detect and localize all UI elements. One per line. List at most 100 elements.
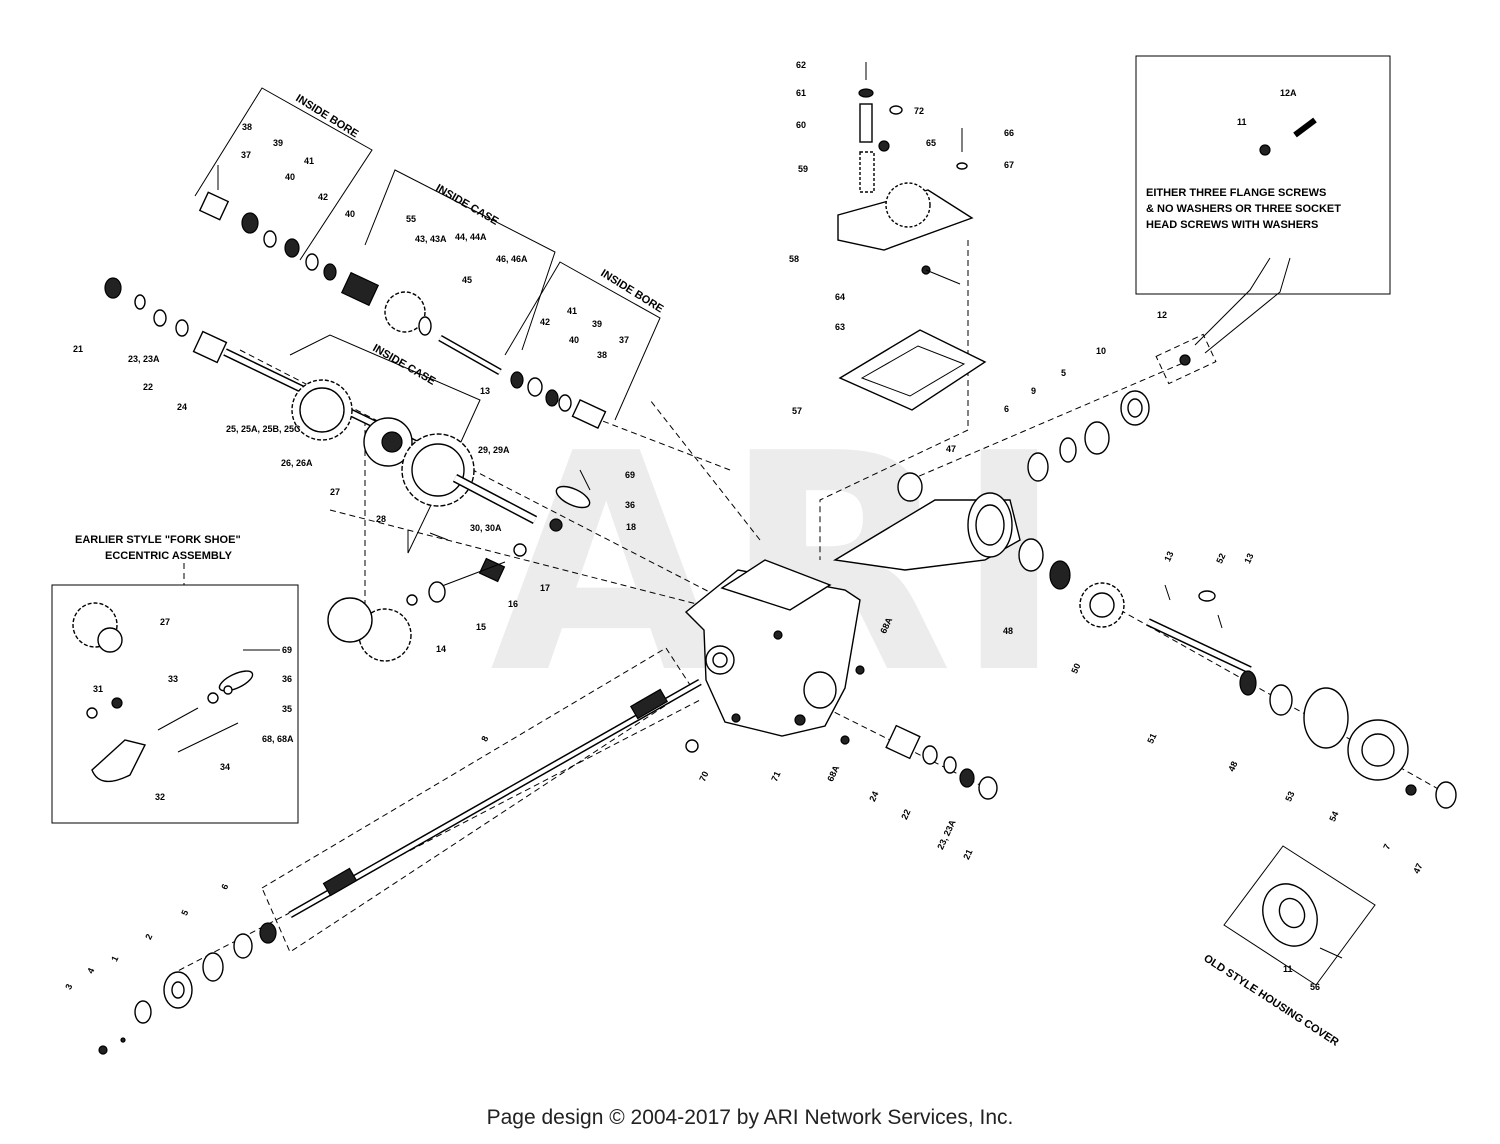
part-label: 40: [569, 335, 579, 345]
part-label: 14: [436, 644, 446, 654]
part-label: 67: [1004, 160, 1014, 170]
part-label: 59: [798, 164, 808, 174]
part-label: 55: [406, 214, 416, 224]
part-label: 33: [168, 674, 178, 684]
old-cover-box: [1223, 845, 1376, 986]
part-label: 36: [282, 674, 292, 684]
part-label: 42: [318, 192, 328, 202]
part-label: 26, 26A: [281, 458, 313, 468]
input-shaft: [288, 678, 702, 919]
screw-note-box: [1135, 55, 1391, 295]
part-label: 66: [1004, 128, 1014, 138]
part-label: 38: [242, 122, 252, 132]
inside-bore-label-2: INSIDE BORE: [598, 267, 665, 315]
part-label: 25, 25A, 25B, 25C: [226, 424, 301, 434]
part-label: 40: [285, 172, 295, 182]
part-label: 44, 44A: [455, 232, 487, 242]
part-label: 12: [1157, 310, 1167, 320]
part-label: 40: [345, 209, 355, 219]
part-label: 36: [625, 500, 635, 510]
part-label: 10: [1096, 346, 1106, 356]
part-label: 24: [177, 402, 187, 412]
part-label: 31: [93, 684, 103, 694]
part-label: 42: [540, 317, 550, 327]
part-label: 18: [626, 522, 636, 532]
part-label: 23, 23A: [935, 818, 958, 851]
part-label: 58: [789, 254, 799, 264]
part-label: 38: [597, 350, 607, 360]
part-label: 1: [109, 954, 120, 963]
part-label: 69: [625, 470, 635, 480]
part-label: 70: [697, 770, 710, 783]
part-label: 2: [143, 932, 154, 941]
part-label: 41: [304, 156, 314, 166]
part-label: 69: [282, 645, 292, 655]
part-label: 47: [946, 444, 956, 454]
part-label: 3: [63, 982, 74, 991]
part-label: 45: [462, 275, 472, 285]
part-label: 61: [796, 88, 806, 98]
part-label: 68A: [825, 763, 841, 783]
part-label: 50: [1069, 662, 1082, 675]
part-label: 56: [1310, 982, 1320, 992]
part-label: 51: [1145, 732, 1158, 745]
part-label: 9: [1031, 386, 1036, 396]
part-label: 63: [835, 322, 845, 332]
part-label: 12A: [1280, 88, 1297, 98]
part-label: 21: [961, 848, 974, 861]
part-label: 53: [1283, 790, 1296, 803]
part-label: 16: [508, 599, 518, 609]
parts: [72, 62, 1457, 1055]
screw-note-line-3: HEAD SCREWS WITH WASHERS: [1146, 219, 1318, 231]
part-label: 34: [220, 762, 230, 772]
part-label: 4: [85, 966, 96, 975]
part-label: 54: [1327, 810, 1340, 823]
part-label: 64: [835, 292, 845, 302]
part-label: 71: [769, 770, 782, 783]
screw-note-line-2: & NO WASHERS OR THREE SOCKET: [1146, 203, 1341, 215]
part-label: 27: [330, 487, 340, 497]
part-label: 6: [219, 882, 230, 891]
part-label: 35: [282, 704, 292, 714]
part-label: 46, 46A: [496, 254, 528, 264]
part-label: 62: [796, 60, 806, 70]
part-label: 13: [480, 386, 490, 396]
part-label: 52: [1214, 552, 1227, 565]
part-label: 6: [1004, 404, 1009, 414]
part-label: 22: [143, 382, 153, 392]
part-label: 28: [376, 514, 386, 524]
part-label: 22: [899, 808, 912, 821]
part-label: 11: [1283, 964, 1293, 974]
part-label: 11: [1237, 117, 1247, 127]
part-label: 27: [160, 617, 170, 627]
part-label: 13: [1162, 550, 1175, 563]
part-label: 13: [1242, 552, 1255, 565]
part-label: 24: [867, 790, 880, 803]
part-label: 23, 23A: [128, 354, 160, 364]
part-label: 37: [619, 335, 629, 345]
callout-frames: [51, 55, 1391, 986]
inside-case-label-2: INSIDE CASE: [371, 342, 438, 388]
inside-case-label-1: INSIDE CASE: [434, 182, 501, 228]
page-footer: Page design © 2004-2017 by ARI Network S…: [486, 1106, 1014, 1129]
part-label: 43, 43A: [415, 234, 447, 244]
part-label: 30, 30A: [470, 523, 502, 533]
fork-shoe-title-2: ECCENTRIC ASSEMBLY: [105, 550, 233, 562]
part-label: 37: [241, 150, 251, 160]
part-label: 17: [540, 583, 550, 593]
part-label: 72: [914, 106, 924, 116]
screw-note-line-1: EITHER THREE FLANGE SCREWS: [1146, 187, 1326, 199]
fork-shoe-title-1: EARLIER STYLE "FORK SHOE": [75, 534, 241, 546]
old-cover-label: OLD STYLE HOUSING COVER: [1201, 952, 1340, 1048]
inside-bore-label-1: INSIDE BORE: [293, 92, 360, 140]
part-label: 39: [273, 138, 283, 148]
part-label: 8: [479, 734, 490, 743]
part-label: 5: [1061, 368, 1066, 378]
part-label: 5: [179, 908, 190, 917]
part-label: 39: [592, 319, 602, 329]
part-label: 48: [1226, 760, 1239, 773]
part-label: 57: [792, 406, 802, 416]
part-label: 15: [476, 622, 486, 632]
fork-shoe-box: [51, 584, 299, 824]
part-label: 48: [1003, 626, 1013, 636]
